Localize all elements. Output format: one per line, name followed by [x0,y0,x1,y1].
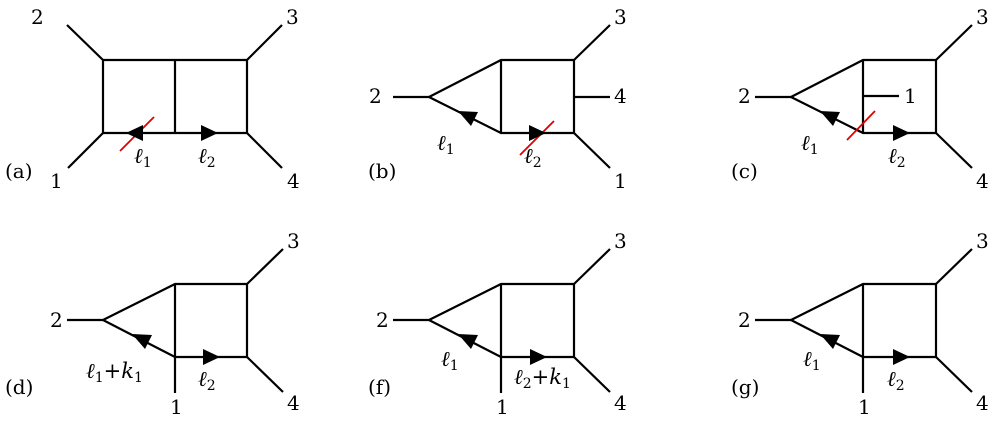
momentum-label-l2: ℓ2 [887,367,905,394]
arrow-l2 [893,349,910,365]
momentum-label-l1: ℓ1 [803,347,821,374]
external-label-2: 2 [738,308,751,332]
diagram-g-externals [755,248,973,393]
arrow-l2 [893,125,910,141]
arrow-l2 [529,125,546,141]
caption-b: (b) [368,159,396,183]
momentum-label-l1: ℓ1 [437,131,455,158]
diagram-d [67,248,284,393]
diagram-c-arrows [820,111,910,141]
caption-d: (d) [5,375,33,399]
momentum-label-l2: ℓ2 [198,144,216,171]
diagram-a-edges [101,58,249,135]
momentum-label-l1: ℓ1 [134,144,152,171]
momentum-label-l2: ℓ2 [888,144,906,171]
external-label-1: 1 [496,395,509,419]
arrow-l2 [203,349,220,365]
external-label-1: 1 [858,395,871,419]
external-label-1: 1 [170,395,183,419]
external-label-2: 2 [50,308,63,332]
diagram-a-arrows [126,125,218,141]
diagram-d-arrows [132,334,220,365]
diagram-g [755,248,973,393]
external-label-4: 4 [614,84,627,108]
arrow-l1 [458,111,478,126]
external-label-3: 3 [286,5,299,29]
arrow-l1 [126,125,143,141]
momentum-label-l1-plus-k1: ℓ1+k1 [86,359,143,386]
external-label-3: 3 [976,229,989,253]
external-label-4: 4 [614,391,627,415]
arrow-l2 [530,349,547,365]
external-label-2: 2 [738,84,751,108]
diagram-a [66,24,283,169]
arrow-l2 [201,125,218,141]
external-label-4: 4 [287,169,300,193]
external-label-1: 1 [50,169,63,193]
diagram-b-cut-l2 [519,120,555,156]
caption-a: (a) [5,159,33,183]
caption-f: (f) [368,375,391,399]
diagram-g-arrows [820,334,910,365]
arrow-l1 [820,111,840,126]
diagram-d-externals [67,248,284,393]
diagram-a-externals [66,24,283,169]
external-label-1: 1 [614,169,627,193]
diagram-b [393,24,611,169]
external-label-4: 4 [976,169,989,193]
diagram-c-cut-l1 [846,110,876,141]
momentum-label-l1: ℓ1 [801,131,819,158]
diagram-g-edges [790,282,938,359]
external-label-3: 3 [287,229,300,253]
external-label-2: 2 [31,5,44,29]
external-label-2: 2 [376,308,389,332]
external-label-2: 2 [369,84,382,108]
external-label-4: 4 [976,391,989,415]
diagram-b-externals [393,24,611,169]
diagram-f-arrows [458,334,547,365]
momentum-label-l2-plus-k1: ℓ2+k1 [514,365,571,392]
diagram-f-externals [393,248,611,393]
caption-c: (c) [731,159,758,183]
external-label-4: 4 [287,391,300,415]
external-label-3: 3 [614,5,627,29]
diagram-b-arrows [458,111,546,141]
diagram-c [755,24,973,169]
momentum-label-l2: ℓ2 [198,367,216,394]
diagram-f [393,248,611,393]
arrow-l1 [458,334,478,349]
external-label-1: 1 [904,84,917,108]
diagram-c-externals [755,24,973,169]
caption-g: (g) [731,375,759,399]
momentum-label-l2: ℓ2 [524,144,542,171]
arrow-l1 [820,334,840,349]
momentum-label-l1: ℓ1 [441,347,459,374]
arrow-l1 [132,334,152,349]
diagram-f-edges [428,282,576,359]
external-label-3: 3 [614,229,627,253]
diagram-d-edges [102,282,249,359]
external-label-3: 3 [976,5,989,29]
